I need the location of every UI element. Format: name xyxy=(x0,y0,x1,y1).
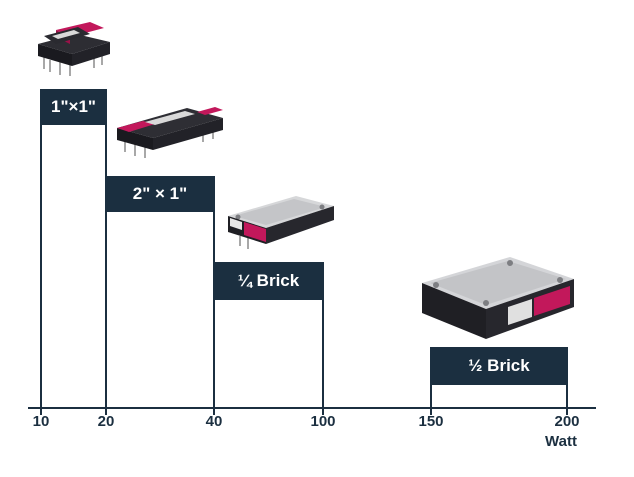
tick-mark xyxy=(566,409,568,415)
tick-mark xyxy=(213,409,215,415)
tick-mark xyxy=(430,409,432,415)
label-1x1: 1"×1" xyxy=(40,89,107,125)
tick-mark xyxy=(105,409,107,415)
tick-label-100: 100 xyxy=(310,413,336,430)
label-half-brick: ½ Brick xyxy=(430,347,568,385)
tick-mark xyxy=(40,409,42,415)
module-1x1-icon xyxy=(38,22,110,76)
tick-label-40: 40 xyxy=(205,413,223,430)
axis-unit-label: Watt xyxy=(545,433,577,450)
tick-label-150: 150 xyxy=(418,413,444,430)
range-bar-1x1 xyxy=(40,89,107,407)
module-2x1-icon xyxy=(117,107,223,158)
x-axis xyxy=(28,407,596,409)
module-quarter-brick-icon xyxy=(228,196,334,249)
module-half-brick-icon xyxy=(422,257,574,339)
tick-label-10: 10 xyxy=(32,413,50,430)
label-2x1: 2" × 1" xyxy=(105,176,215,212)
tick-label-200: 200 xyxy=(554,413,580,430)
label-quarter-brick: ¼ Brick xyxy=(213,262,324,300)
tick-label-20: 20 xyxy=(97,413,115,430)
tick-mark xyxy=(322,409,324,415)
